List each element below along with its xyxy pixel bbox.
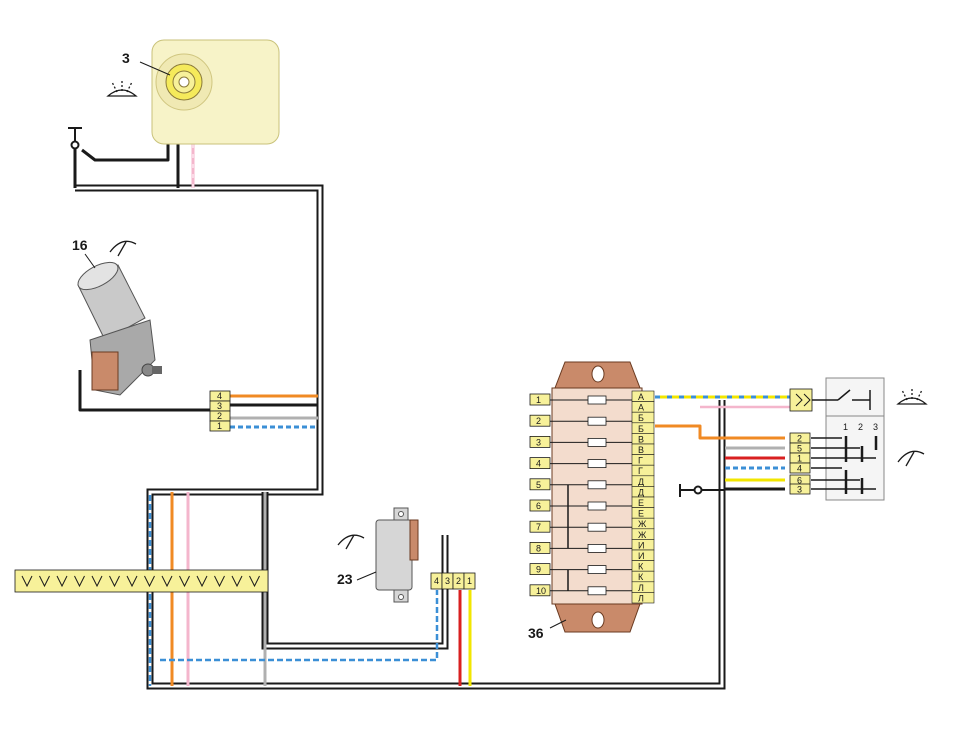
strip-terminal [196,575,208,588]
motor-connector: 4 3 2 1 [209,390,231,432]
callout-wiper-motor: 16 [72,237,88,253]
motor-pin-4: 4 [217,391,222,401]
fuse-contact-label: Г [638,466,643,476]
relay-pin-2: 2 [456,576,461,586]
ground-icon [679,484,703,497]
strip-terminal [179,575,190,588]
ground-icon [68,127,82,150]
fuse-contact-label: Ж [638,530,647,540]
wiper-relay [375,507,419,603]
switch-position-3: 3 [873,422,878,432]
switch-pin-box [789,462,811,474]
strip-terminal [56,575,68,588]
switch-washer-connector [789,388,813,412]
fuse-number: 4 [536,459,541,469]
relay-pin-4: 4 [434,576,439,586]
strip-terminal [91,575,103,588]
motor-pin-3: 3 [217,401,222,411]
fuse-number: 7 [536,522,541,532]
fuse-contact-label: Г [638,456,643,466]
switch-position-2: 2 [858,422,863,432]
fuse-contact-box [631,464,655,477]
fuse-contact-label: Ж [638,519,647,529]
fuse-number: 3 [536,437,541,447]
wires [73,95,790,686]
motor-pin-2: 2 [217,411,222,421]
fuse-number: 6 [536,501,541,511]
relay-pin-1: 1 [467,576,472,586]
fuse-contact-label: В [638,434,644,444]
relay-connector: 4 3 2 1 [430,572,476,590]
washer-icon [106,80,138,97]
fuse [587,480,607,490]
switch-pin: 2 [797,434,802,444]
fuse-contact-label: А [638,392,644,402]
fuse-number: 9 [536,565,541,575]
fuse-contact-label: А [638,403,644,413]
switch-position-1: 1 [843,422,848,432]
fuse-contact-label: Б [638,413,644,423]
wiper-icon [337,534,365,550]
washer-pump [151,39,280,145]
fuse-contact-label: Л [638,593,644,603]
switch-pin: 5 [797,444,802,454]
callout-wiper-relay: 23 [337,571,353,587]
switch-pin-box [789,483,811,495]
switch-pin: 4 [797,464,802,474]
strip-terminal [214,575,225,588]
fuse [587,416,607,426]
fuse [587,522,607,532]
fuse-number: 8 [536,543,541,553]
fuse-contact-label: В [638,445,644,455]
strip-terminal [144,575,155,588]
fuse-contact-label: Л [638,583,644,593]
wiper-icon [897,450,925,467]
fuse [587,459,607,469]
fuse-contact-label: Е [638,498,644,508]
wiper-motor [77,261,162,396]
fuse-contact-label: Д [638,487,644,497]
wiper-icon [109,240,137,257]
fuse [587,586,607,596]
strip-terminal [231,575,243,588]
fuse-contact-label: Е [638,509,644,519]
motor-pin-1: 1 [217,421,222,431]
fuse-contact-label: И [638,540,644,550]
fuse-contact-label: И [638,551,644,561]
fuse-contact-label: К [638,562,644,572]
relay-pin-3: 3 [445,576,450,586]
strip-terminal [21,575,33,588]
fuse [587,544,607,553]
callout-fuse-box: 36 [528,625,544,641]
switch-pin: 3 [797,485,802,495]
strip-terminal [126,575,138,588]
fuse-contact-label: К [638,572,644,582]
strip-terminal [161,575,173,588]
column-switch: 1 2 3 [811,377,885,501]
switch-pin: 6 [797,476,802,486]
fuse [587,501,607,511]
fuse-number: 10 [536,586,546,596]
fuse-contact-label: Д [638,477,644,487]
strip-terminal [74,575,85,588]
switch-pin: 1 [797,454,802,464]
strip-terminal [39,575,50,588]
harness-connector-strip [14,569,269,593]
strip-terminal [249,575,260,588]
fuse [587,395,607,405]
callout-washer-pump: 3 [122,50,130,66]
fuse [587,437,607,447]
fuse-number: 2 [536,416,541,426]
fuse-number: 5 [536,480,541,490]
fuse-contact-box [631,592,655,604]
fuse-contact-label: Б [638,424,644,434]
strip-terminal [109,575,120,588]
fuse [587,565,607,574]
fuse-contact-box [631,454,655,466]
washer-icon [896,388,928,405]
fuse-number: 1 [536,395,541,405]
